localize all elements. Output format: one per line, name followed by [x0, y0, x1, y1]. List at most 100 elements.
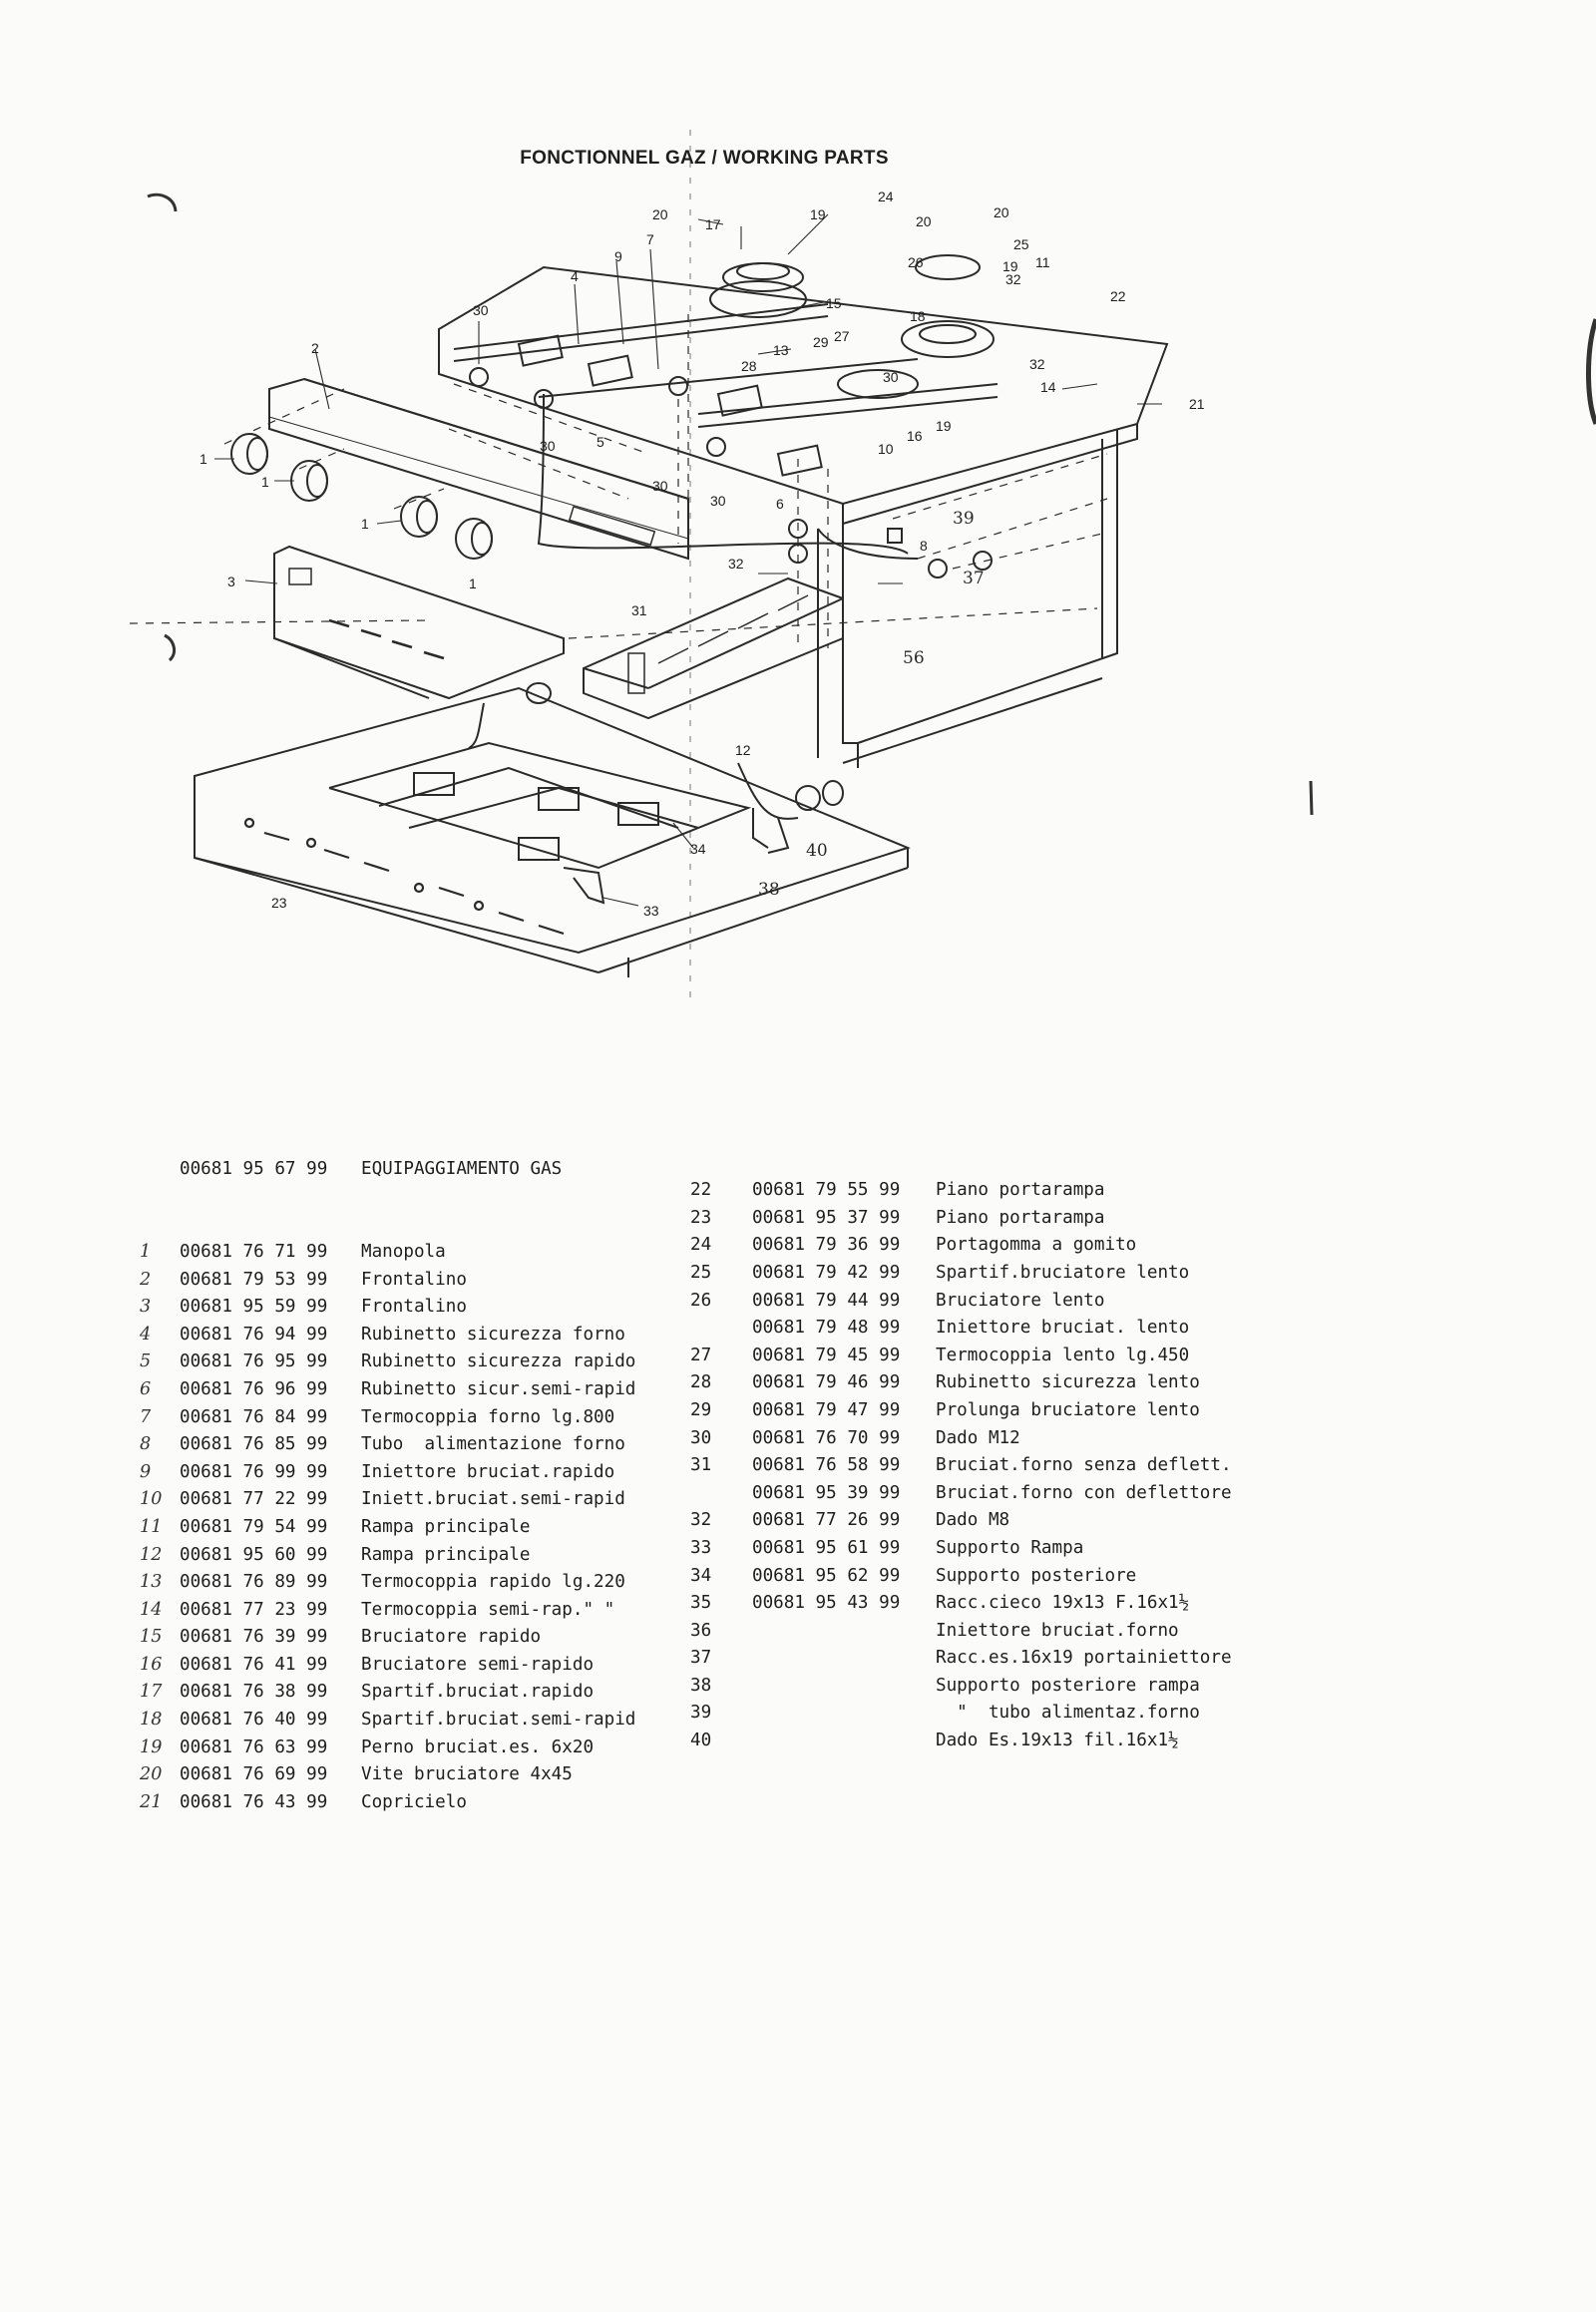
callout-5: 5 [597, 434, 604, 450]
part-code: 00681 76 39 99 [180, 1627, 328, 1648]
callout-labels: 1 1 1 1 2 3 4 5 6 7 8 9 10 11 12 13 14 1… [200, 189, 1205, 919]
callout-6: 6 [776, 496, 784, 512]
callout-27: 27 [834, 328, 850, 344]
part-desc: " tubo alimentaz.forno [936, 1703, 1200, 1724]
list-item: 39 " tubo alimentaz.forno [690, 1700, 1389, 1728]
part-code: 00681 76 94 99 [180, 1324, 328, 1345]
part-desc: Manopola [361, 1241, 446, 1262]
item-number [690, 1315, 752, 1343]
item-number: 6 [140, 1378, 152, 1399]
item-number: 40 [690, 1731, 712, 1751]
callout-13: 13 [773, 342, 789, 358]
item-number: 7 [140, 1406, 152, 1427]
callout-1b: 1 [261, 474, 269, 490]
part-code [752, 1645, 936, 1673]
callout-9: 9 [614, 248, 622, 264]
exploded-parts-diagram: 1 1 1 1 2 3 4 5 6 7 8 9 10 11 12 13 14 1… [129, 130, 1596, 1007]
callout-29: 29 [813, 334, 829, 350]
part-code: 00681 77 26 99 [752, 1510, 901, 1531]
item-number: 28 [690, 1372, 712, 1393]
item-number: 9 [140, 1461, 152, 1482]
callout-20b: 20 [916, 213, 932, 229]
callout-4: 4 [571, 268, 579, 284]
callout-19b: 19 [1002, 258, 1018, 274]
item-number: 19 [140, 1736, 163, 1757]
callout-20: 20 [652, 206, 668, 222]
callout-30d: 30 [710, 493, 726, 509]
callout-17: 17 [705, 216, 721, 232]
part-desc: Perno bruciat.es. 6x20 [361, 1736, 595, 1757]
part-desc: Prolunga bruciatore lento [936, 1399, 1200, 1420]
part-code: 00681 95 67 99 [180, 1159, 328, 1180]
item-number [690, 1480, 752, 1508]
part-desc: Copricielo [361, 1791, 467, 1812]
item-number: 8 [140, 1434, 152, 1455]
callout-37: 37 [963, 569, 985, 588]
part-code: 00681 76 96 99 [180, 1378, 328, 1399]
part-desc: Bruciatore lento [936, 1290, 1105, 1311]
item-number: 32 [690, 1510, 712, 1531]
part-code: 00681 95 59 99 [180, 1297, 328, 1318]
item-number: 27 [690, 1345, 712, 1365]
part-code: 00681 76 41 99 [180, 1654, 328, 1675]
callout-40: 40 [806, 841, 828, 861]
callout-33: 33 [643, 903, 659, 919]
part-desc: Bruciat.forno senza deflett. [936, 1455, 1232, 1476]
part-desc: Racc.cieco 19x13 F.16x1½ [936, 1593, 1190, 1614]
part-desc: Supporto Rampa [936, 1537, 1084, 1558]
part-code: 00681 76 69 99 [180, 1764, 328, 1785]
part-code: 00681 95 61 99 [752, 1537, 901, 1558]
callout-16: 16 [907, 428, 923, 444]
part-desc: Supporto posteriore [936, 1565, 1137, 1586]
item-number: 13 [140, 1572, 163, 1593]
part-code: 00681 79 53 99 [180, 1269, 328, 1290]
part-code: 00681 79 47 99 [752, 1399, 901, 1420]
part-desc: Termocoppia forno lg.800 [361, 1406, 615, 1427]
callout-24: 24 [878, 189, 894, 204]
part-desc: Vite bruciatore 4x45 [361, 1764, 573, 1785]
callout-32b: 32 [1029, 356, 1045, 372]
part-code: 00681 76 58 99 [752, 1455, 901, 1476]
item-number: 39 [690, 1703, 712, 1724]
part-code: 00681 77 22 99 [180, 1489, 328, 1510]
item-number: 34 [690, 1565, 712, 1586]
item-number: 38 [690, 1675, 712, 1696]
callout-2: 2 [311, 340, 319, 356]
part-desc: Portagomma a gomito [936, 1235, 1137, 1256]
part-code: 00681 76 43 99 [180, 1791, 328, 1812]
list-item: 40 Dado Es.19x13 fil.16x1½ [690, 1728, 1389, 1755]
part-desc: Dado Es.19x13 fil.16x1½ [936, 1731, 1179, 1751]
callout-30e: 30 [883, 369, 899, 385]
part-code: 00681 79 48 99 [752, 1318, 901, 1339]
callout-19: 19 [810, 206, 826, 222]
item-number: 26 [690, 1290, 712, 1311]
callout-8: 8 [920, 538, 928, 554]
part-code: 00681 77 23 99 [180, 1599, 328, 1620]
part-desc: Bruciatore rapido [361, 1627, 542, 1648]
callout-3: 3 [227, 574, 235, 589]
callout-1c: 1 [361, 516, 369, 532]
callout-28: 28 [741, 358, 757, 374]
part-code [752, 1700, 936, 1728]
part-desc: Iniettore bruciat. lento [936, 1318, 1190, 1339]
